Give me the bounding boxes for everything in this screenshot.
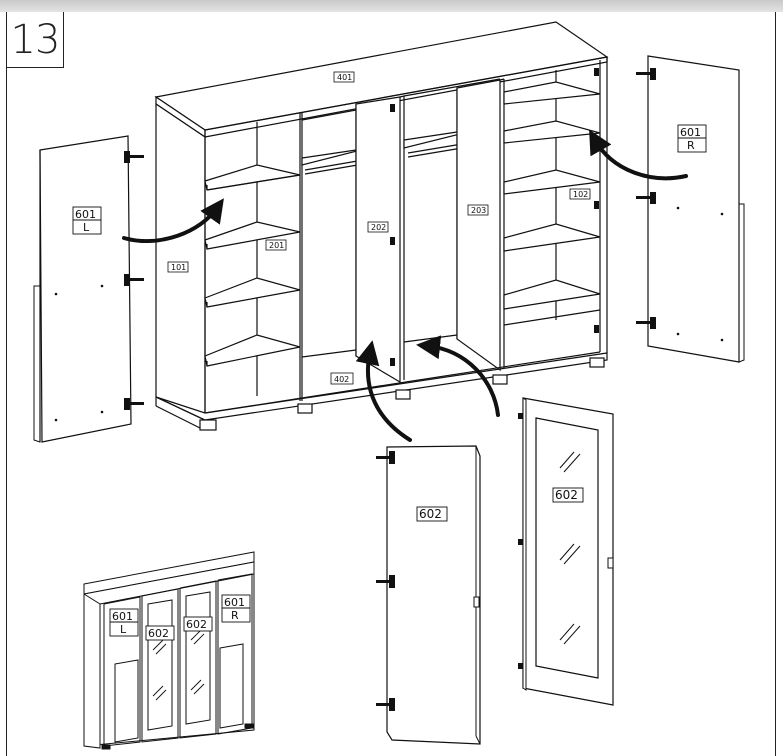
hinge-icon	[518, 413, 523, 669]
label-partition-b: 203	[471, 206, 486, 215]
glass-hatch-icon	[559, 451, 581, 645]
hinge-icon	[376, 451, 395, 711]
step-number: 13	[6, 12, 64, 68]
window-top-bar	[0, 0, 783, 12]
hinge-icon	[390, 68, 599, 366]
wardrobe-carcass	[154, 21, 609, 431]
label-left-side: 101	[171, 263, 186, 272]
label-mini-glass-b: 602	[186, 618, 207, 631]
part-labels: 401 101 201 202 203 102 402	[167, 71, 591, 385]
label-mini-left-bottom: L	[120, 623, 127, 636]
door-left: 601 L	[33, 135, 144, 443]
label-mini-right-bottom: R	[231, 609, 239, 622]
label-mini-right-top: 601	[224, 596, 245, 609]
hinge-icon	[636, 68, 656, 329]
door-center-glass: 602	[518, 397, 614, 706]
curved-arrow-icon	[122, 129, 688, 442]
label-door-center-plain: 602	[419, 507, 442, 521]
door-center-plain: 602	[376, 445, 481, 745]
label-shelf: 201	[269, 241, 284, 250]
label-bottom-panel: 402	[334, 375, 349, 384]
label-door-center-glass: 602	[555, 488, 578, 502]
handle-icon	[473, 596, 480, 608]
label-partition-a: 202	[371, 223, 386, 232]
page-frame	[6, 12, 776, 756]
label-door-right-top: 601	[680, 126, 701, 139]
label-top-panel: 401	[337, 73, 352, 82]
door-right: 601 R	[636, 55, 745, 363]
assembled-preview	[83, 551, 255, 750]
preview-labels: 601 L 601 R 602 602	[109, 594, 251, 641]
label-door-left-bottom: L	[83, 221, 90, 234]
hinge-icon	[124, 151, 144, 410]
label-mini-left-top: 601	[112, 610, 133, 623]
handle-icon	[607, 557, 614, 569]
label-door-left-top: 601	[75, 208, 96, 221]
label-mini-glass-a: 602	[148, 627, 169, 640]
label-right-side: 102	[573, 190, 588, 199]
label-door-right-bottom: R	[687, 139, 695, 152]
